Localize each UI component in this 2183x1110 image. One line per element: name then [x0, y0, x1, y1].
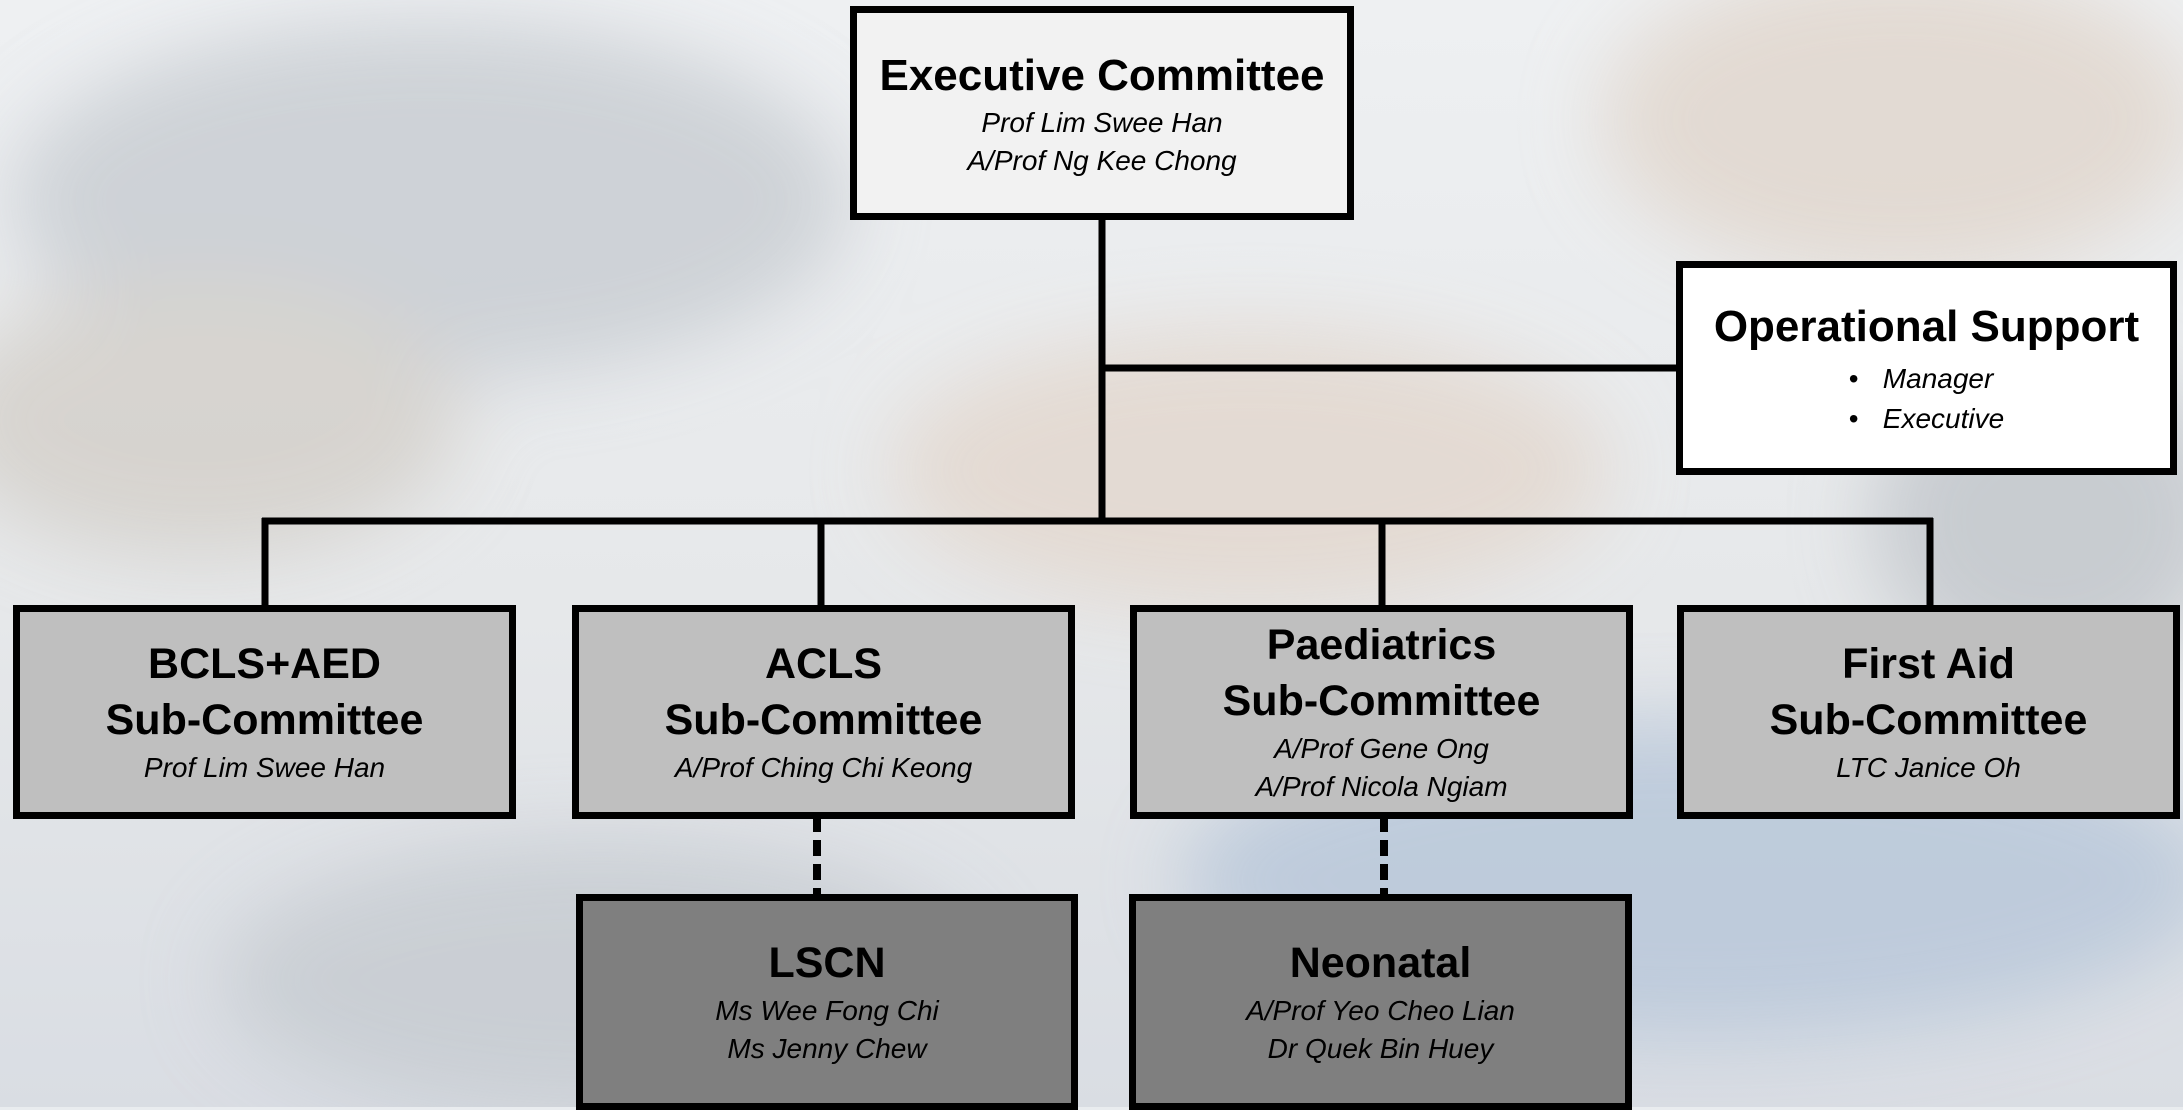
subcommittee-title-line1: First Aid: [1842, 640, 2015, 689]
paediatrics-subcommittee-box: Paediatrics Sub-Committee A/Prof Gene On…: [1130, 605, 1633, 819]
first-aid-subcommittee-box: First Aid Sub-Committee LTC Janice Oh: [1677, 605, 2180, 819]
subcommittee-title-line1: ACLS: [764, 640, 883, 689]
operational-support-list: Manager Executive: [1849, 359, 2004, 438]
lscn-member: Ms Jenny Chew: [727, 1032, 927, 1064]
subcommittee-title-line2: Sub-Committee: [1222, 677, 1541, 726]
subcommittee-title-line2: Sub-Committee: [664, 696, 983, 745]
acls-subcommittee-box: ACLS Sub-Committee A/Prof Ching Chi Keon…: [572, 605, 1075, 819]
executive-member: Prof Lim Swee Han: [981, 106, 1223, 138]
operational-support-item: Manager: [1849, 359, 2004, 398]
neonatal-title: Neonatal: [1289, 939, 1472, 988]
neonatal-member: A/Prof Yeo Cheo Lian: [1246, 995, 1515, 1027]
lscn-box: LSCN Ms Wee Fong Chi Ms Jenny Chew: [576, 894, 1078, 1110]
subcommittee-title-line2: Sub-Committee: [105, 696, 424, 745]
subcommittee-title-line1: Paediatrics: [1266, 621, 1497, 670]
lscn-title: LSCN: [768, 939, 886, 988]
operational-support-item: Executive: [1849, 399, 2004, 438]
subcommittee-title-line1: BCLS+AED: [148, 640, 381, 689]
operational-support-title: Operational Support: [1713, 302, 2140, 352]
lscn-member: Ms Wee Fong Chi: [715, 995, 939, 1027]
subcommittee-member: Prof Lim Swee Han: [143, 751, 386, 783]
bcls-aed-subcommittee-box: BCLS+AED Sub-Committee Prof Lim Swee Han: [13, 605, 516, 819]
subcommittee-member: A/Prof Nicola Ngiam: [1255, 770, 1508, 802]
subcommittee-title-line2: Sub-Committee: [1769, 696, 2088, 745]
executive-committee-title: Executive Committee: [879, 50, 1325, 100]
subcommittee-member: A/Prof Ching Chi Keong: [674, 751, 973, 783]
subcommittee-member: LTC Janice Oh: [1836, 751, 2021, 783]
executive-member: A/Prof Ng Kee Chong: [967, 144, 1237, 176]
operational-support-box: Operational Support Manager Executive: [1676, 261, 2177, 475]
subcommittee-member: A/Prof Gene Ong: [1274, 733, 1489, 765]
neonatal-box: Neonatal A/Prof Yeo Cheo Lian Dr Quek Bi…: [1129, 894, 1632, 1110]
neonatal-member: Dr Quek Bin Huey: [1267, 1032, 1494, 1064]
executive-committee-box: Executive Committee Prof Lim Swee Han A/…: [850, 6, 1354, 220]
